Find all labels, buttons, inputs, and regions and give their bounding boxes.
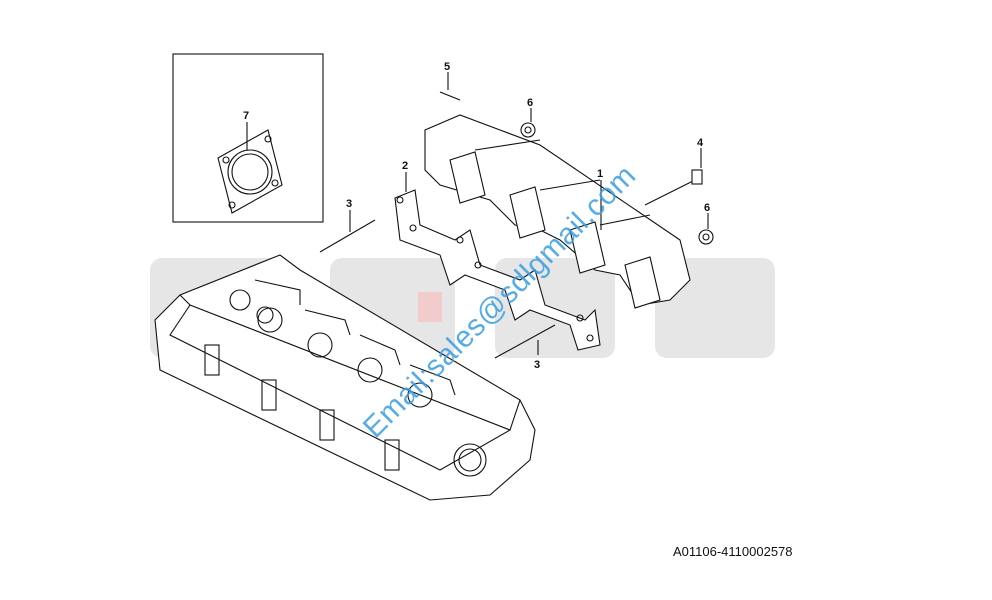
inset-box (172, 53, 324, 223)
callout-5: 5 (444, 61, 450, 73)
part-4-bolt (644, 169, 703, 206)
callout-3-upper: 3 (346, 198, 352, 210)
leader-lines (246, 72, 709, 355)
callout-2: 2 (402, 160, 408, 172)
callout-4: 4 (697, 137, 704, 149)
callout-6-upper: 6 (527, 97, 533, 109)
cylinder-head (154, 254, 536, 501)
part-5-stud (439, 91, 461, 101)
callout-1: 1 (597, 168, 603, 180)
part-3-stud-upper (319, 219, 376, 253)
part-7-gasket (217, 129, 283, 214)
part-2-manifold-gasket (394, 189, 601, 351)
part-3-stud-lower (494, 324, 556, 359)
part-1-exhaust-manifold (424, 114, 691, 309)
drawing-code: A01106-4110002578 (673, 544, 793, 559)
callout-6-lower: 6 (704, 202, 710, 214)
callout-7: 7 (243, 110, 249, 122)
callout-labels: 1 2 3 3 4 5 6 6 7 (243, 61, 710, 371)
callout-3-lower: 3 (534, 359, 540, 371)
part-6-nut-lower (698, 229, 714, 245)
part-6-nut-upper (520, 122, 536, 138)
